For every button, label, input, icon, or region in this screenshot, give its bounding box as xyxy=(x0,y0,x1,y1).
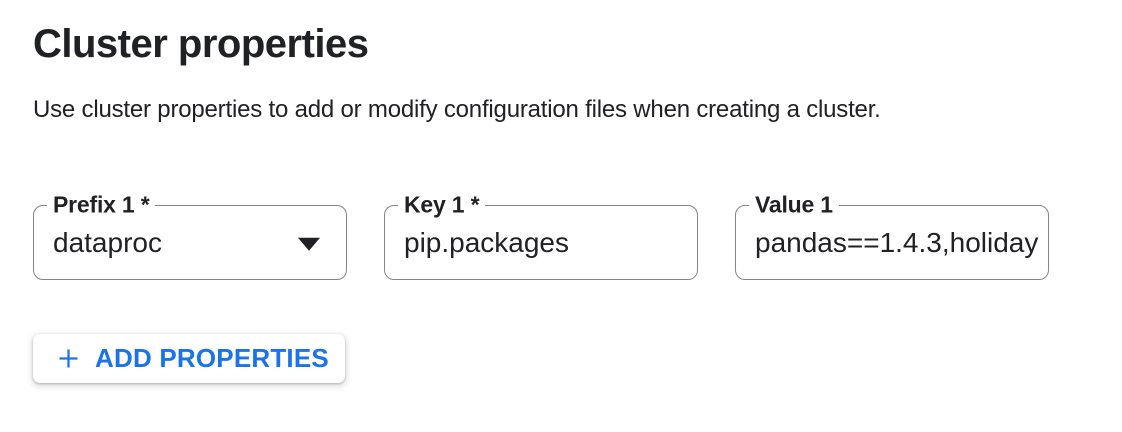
plus-icon xyxy=(55,345,82,372)
key-field: Key 1 * xyxy=(384,192,698,280)
key-input[interactable] xyxy=(385,206,697,279)
value-input[interactable] xyxy=(736,206,1048,279)
value-field-label: Value 1 xyxy=(749,192,839,218)
prefix-select-label: Prefix 1 * xyxy=(47,192,156,218)
value-field: Value 1 xyxy=(735,192,1049,280)
prefix-select-value: dataproc xyxy=(53,226,162,258)
prefix-select[interactable]: Prefix 1 * dataproc xyxy=(33,192,347,280)
dropdown-arrow-icon[interactable] xyxy=(298,237,320,251)
property-fields-row: Prefix 1 * dataproc Key 1 * Value 1 xyxy=(33,192,1049,280)
add-properties-button[interactable]: ADD PROPERTIES xyxy=(33,334,345,383)
add-properties-button-label: ADD PROPERTIES xyxy=(95,343,329,373)
page-description: Use cluster properties to add or modify … xyxy=(33,96,881,123)
page-title: Cluster properties xyxy=(33,22,369,66)
key-field-label: Key 1 * xyxy=(398,192,486,218)
